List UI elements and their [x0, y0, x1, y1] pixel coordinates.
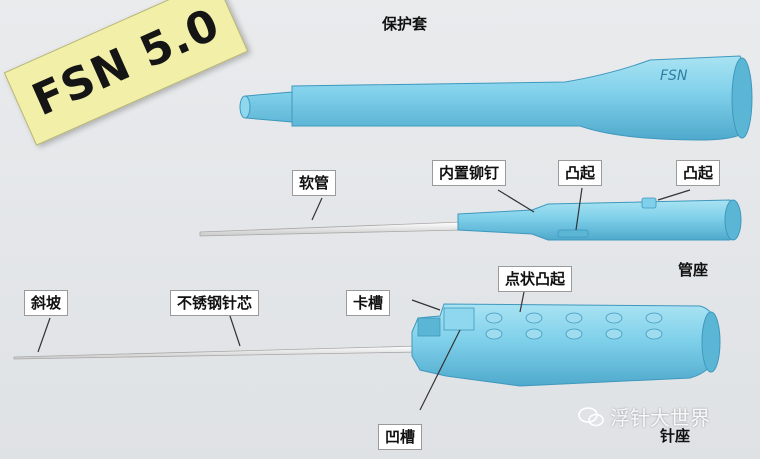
label-hub: 管座	[678, 261, 709, 279]
label-bump-1: 凸起	[558, 160, 603, 186]
sheath-emboss: FSN	[660, 68, 688, 84]
label-dot-bumps: 点状凸起	[498, 266, 573, 292]
needle-assembly	[13, 303, 721, 387]
label-steel-core: 不锈钢针芯	[170, 290, 260, 316]
watermark: 浮针大世界	[578, 402, 710, 431]
soft-tube-assembly	[199, 197, 742, 241]
label-inner-rivet: 内置铆钉	[432, 160, 507, 186]
label-bump-2: 凸起	[676, 160, 721, 186]
label-sheath: 保护套	[382, 15, 428, 33]
label-groove: 凹槽	[378, 424, 423, 450]
sheath: FSN	[239, 55, 753, 141]
chat-bubble-icon	[578, 406, 604, 426]
label-soft-tube: 软管	[292, 170, 337, 196]
watermark-text: 浮针大世界	[610, 406, 710, 430]
label-needle-hub: 针座	[660, 427, 691, 445]
label-slot: 卡槽	[346, 290, 391, 316]
dot-bumps	[485, 312, 663, 340]
label-bevel: 斜坡	[24, 290, 69, 316]
leader-lines	[37, 187, 691, 411]
